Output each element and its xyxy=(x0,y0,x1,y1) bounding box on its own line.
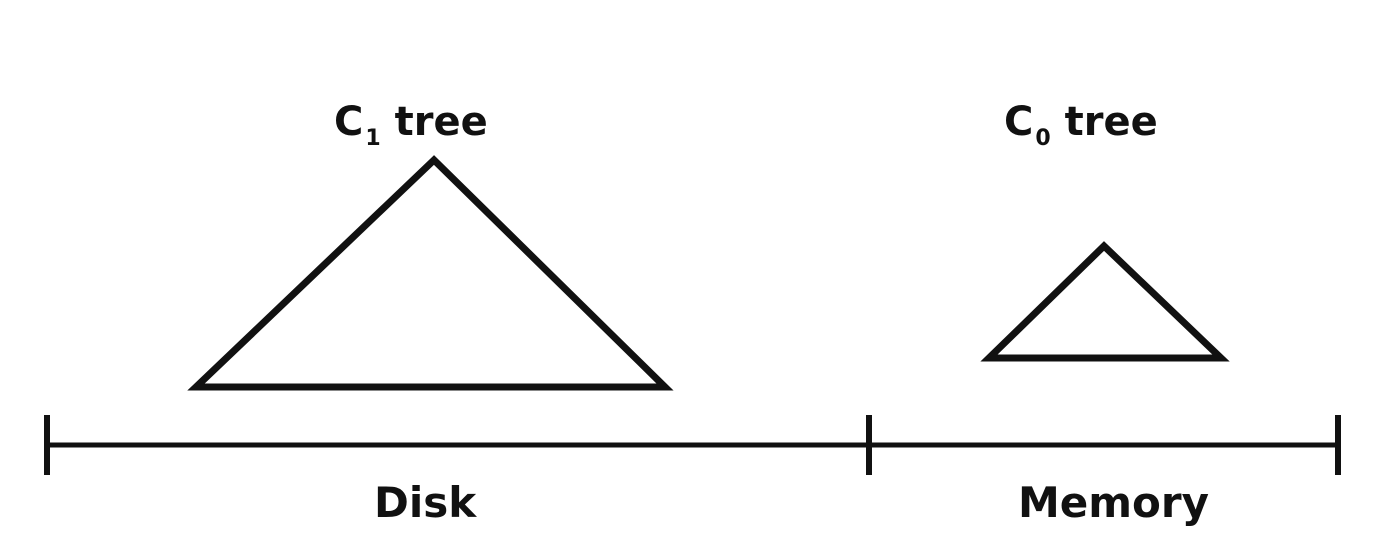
memory-label: Memory xyxy=(1018,478,1209,527)
c1-tree-triangle xyxy=(187,155,674,391)
c0-tree-word: tree xyxy=(1064,99,1158,145)
c0-tree-triangle xyxy=(980,241,1230,362)
c1-tree-word: tree xyxy=(394,99,488,145)
c0-tree-subscript: 0 xyxy=(1035,126,1051,151)
disk-label: Disk xyxy=(374,478,477,527)
c1-tree-subscript: 1 xyxy=(365,126,381,151)
c0-tree-letter: C xyxy=(1004,99,1034,145)
c1-tree-letter: C xyxy=(334,99,364,145)
c0-tree-label: C0 tree xyxy=(1004,99,1158,150)
c1-tree-label: C1 tree xyxy=(334,99,488,150)
